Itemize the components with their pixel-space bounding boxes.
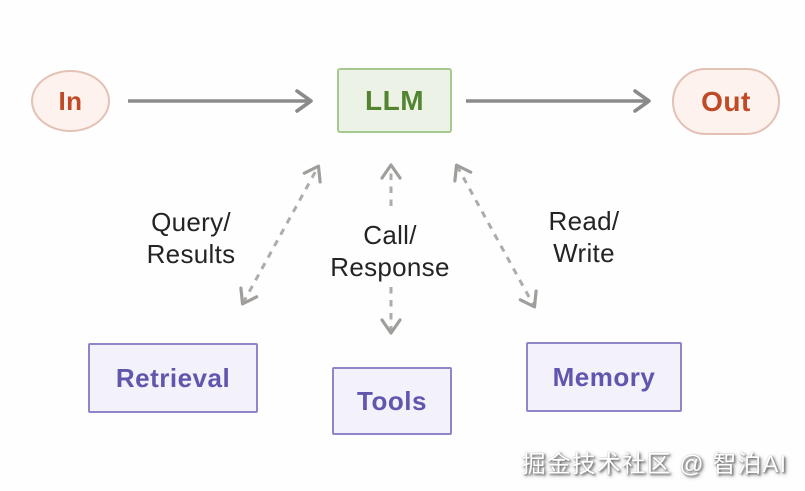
retrieval-box: Retrieval [88,343,258,413]
edge-label-line: Call/ [363,220,417,250]
edge-label-read-write: Read/ Write [549,205,620,269]
tools-box: Tools [332,367,452,435]
in-node: In [31,70,110,132]
edge-label-query-results: Query/ Results [147,206,236,270]
llm-node-label: LLM [364,84,425,116]
edge-label-line: Write [553,238,615,268]
out-node: Out [672,68,780,135]
in-node-label: In [58,85,83,116]
watermark-text: 掘金技术社区 @ 智泊AI [521,451,787,478]
memory-box: Memory [526,342,682,412]
llm-retrieval-arrow [239,164,322,306]
memory-box-label: Memory [552,361,656,392]
edge-label-call-response: Call/ Response [330,219,449,283]
llm-node: LLM [337,68,452,133]
llm-memory-arrow [453,163,538,309]
out-node-label: Out [701,85,751,117]
edge-label-line: Results [146,239,236,269]
edge-label-line: Query/ [151,207,231,237]
tools-box-label: Tools [357,385,427,416]
edge-label-line: Read/ [548,206,620,236]
edge-label-line: Response [330,252,450,282]
retrieval-box-label: Retrieval [115,362,231,393]
